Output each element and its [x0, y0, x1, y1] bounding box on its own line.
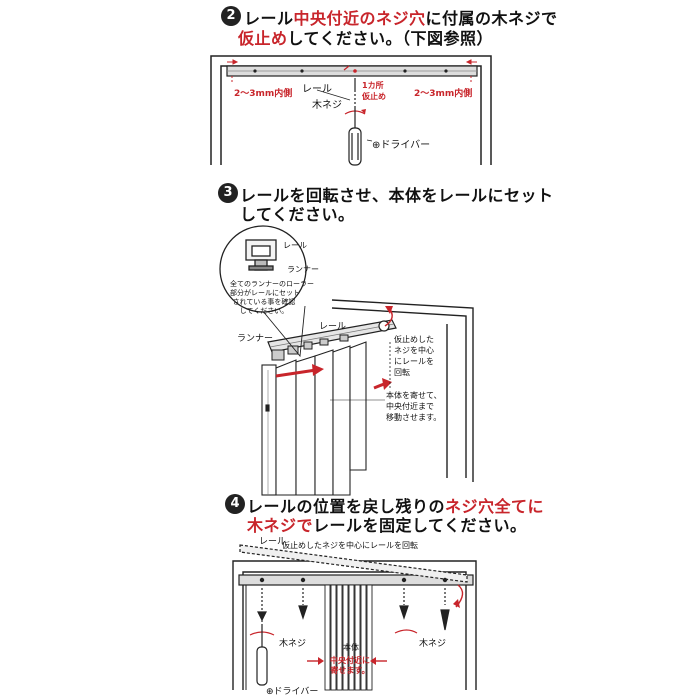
- step-3-rotate-note-1: 仮止めした: [394, 335, 434, 344]
- step-4-center-note-1: 中央付近に: [330, 656, 370, 665]
- step-3-detail-note: 全てのランナーのローラー 部分がレールにセット されている事を確認 してください…: [230, 280, 314, 316]
- step-2-heading-line-2: 仮止めしてください。（下図参照）: [238, 25, 493, 49]
- step-2-screw-driver: [316, 65, 373, 166]
- step-2-text-screw: に付属の木ネジで: [425, 9, 558, 28]
- step-2-label-temp: 仮止め: [362, 92, 386, 101]
- step-3-blind-panels: [261, 341, 367, 496]
- step-4-label-screw-left: 木ネジ: [279, 639, 307, 649]
- step-3-move-note-1: 本体を寄せて、: [386, 391, 442, 400]
- step-4-label-screw-right: 木ネジ: [419, 639, 447, 649]
- step-2-label-one-place: 1カ所: [362, 81, 384, 90]
- step-3-rotate-note-2: ネジを中心: [394, 346, 434, 355]
- step-4-label-rail: レール: [259, 537, 287, 547]
- step-2-text-temp-fix: 仮止め: [238, 29, 288, 48]
- step-3-label-runner: ランナー: [237, 334, 274, 344]
- step-4-label-body: 本体: [343, 643, 359, 652]
- step-4-center-note: 中央付近に 寄せます。: [330, 656, 370, 676]
- step-2-number: 2: [221, 6, 241, 26]
- step-3-label-rail: レール: [319, 322, 347, 332]
- step-2-label-driver: ⊕ドライバー: [372, 140, 431, 151]
- step-2-text-center-hole: 中央付近のネジ穴: [293, 9, 426, 28]
- step-3-detail-label-rail: レール: [283, 241, 307, 250]
- step-2-label-inner-left: 2～3mm内側: [234, 89, 293, 99]
- step-2-label-rail: レール: [302, 84, 332, 95]
- step-3-detail-callout: [219, 225, 307, 358]
- step-3-heading-line-1: レールを回転させ、本体をレールにセット: [240, 186, 554, 205]
- step-3-rail: [267, 319, 397, 353]
- step-4-rail: [238, 544, 474, 586]
- step-4-number: 4: [225, 494, 245, 514]
- step-3-detail-note-4: してください。: [239, 307, 289, 315]
- step-3-arrows: [275, 306, 393, 401]
- step-4-heading-line-2: 木ネジでレールを固定してください。: [247, 512, 527, 536]
- step-4-label-driver: ⊕ドライバー: [266, 687, 319, 697]
- step-2-heading-line-1: レール中央付近のネジ穴に付属の木ネジで: [244, 5, 558, 29]
- step-3-move-note: 本体を寄せて、 中央付近まで 移動させます。: [386, 390, 442, 423]
- step-4-center-note-2: 寄せます。: [330, 666, 370, 675]
- step-3-number: 3: [218, 183, 238, 203]
- step-3-detail-note-3: されている事を確認: [232, 298, 296, 306]
- step-2-inner-arrows: [227, 59, 477, 84]
- step-4-label-rotate-note: 仮止めしたネジを中心にレールを回転: [282, 541, 418, 550]
- step-3-detail-label-runner: ランナー: [287, 265, 319, 274]
- step-4-text-screws: 木ネジで: [247, 516, 314, 535]
- step-2-label-inner-right: 2～3mm内側: [414, 89, 473, 99]
- step-2-rail: [226, 65, 478, 77]
- step-4-arrows: [307, 584, 464, 665]
- step-2-text-see-figure: してください。（下図参照）: [287, 29, 494, 48]
- step-3-heading-line-2: してください。: [240, 205, 355, 224]
- step-3-move-note-2: 中央付近まで: [386, 402, 434, 411]
- step-3-frame: [331, 299, 474, 482]
- step-2-label-screw: 木ネジ: [312, 100, 342, 111]
- step-4-text-all-holes: ネジ穴全てに: [445, 497, 545, 516]
- step-3-rotate-note-4: 回転: [394, 368, 410, 377]
- step-4-screws: [249, 588, 450, 686]
- step-3-rotate-note-3: にレールを: [394, 357, 434, 366]
- step-3-rotate-note: 仮止めした ネジを中心 にレールを 回転: [394, 334, 434, 378]
- step-2-text-rail: レール: [244, 9, 294, 28]
- step-4-heading-line-1: レールの位置を戻し残りのネジ穴全てに: [247, 493, 544, 517]
- step-4-text-rail-position: レールの位置を戻し残りの: [247, 497, 446, 516]
- step-4-blind-panels: [324, 584, 373, 691]
- step-4-text-fix-rail: レールを固定してください。: [313, 516, 527, 535]
- step-3-detail-note-1: 全てのランナーのローラー: [230, 280, 314, 288]
- step-3-detail-note-2: 部分がレールにセット: [230, 289, 300, 297]
- step-3-runners: [271, 334, 349, 361]
- step-3-move-note-3: 移動させます。: [386, 413, 442, 422]
